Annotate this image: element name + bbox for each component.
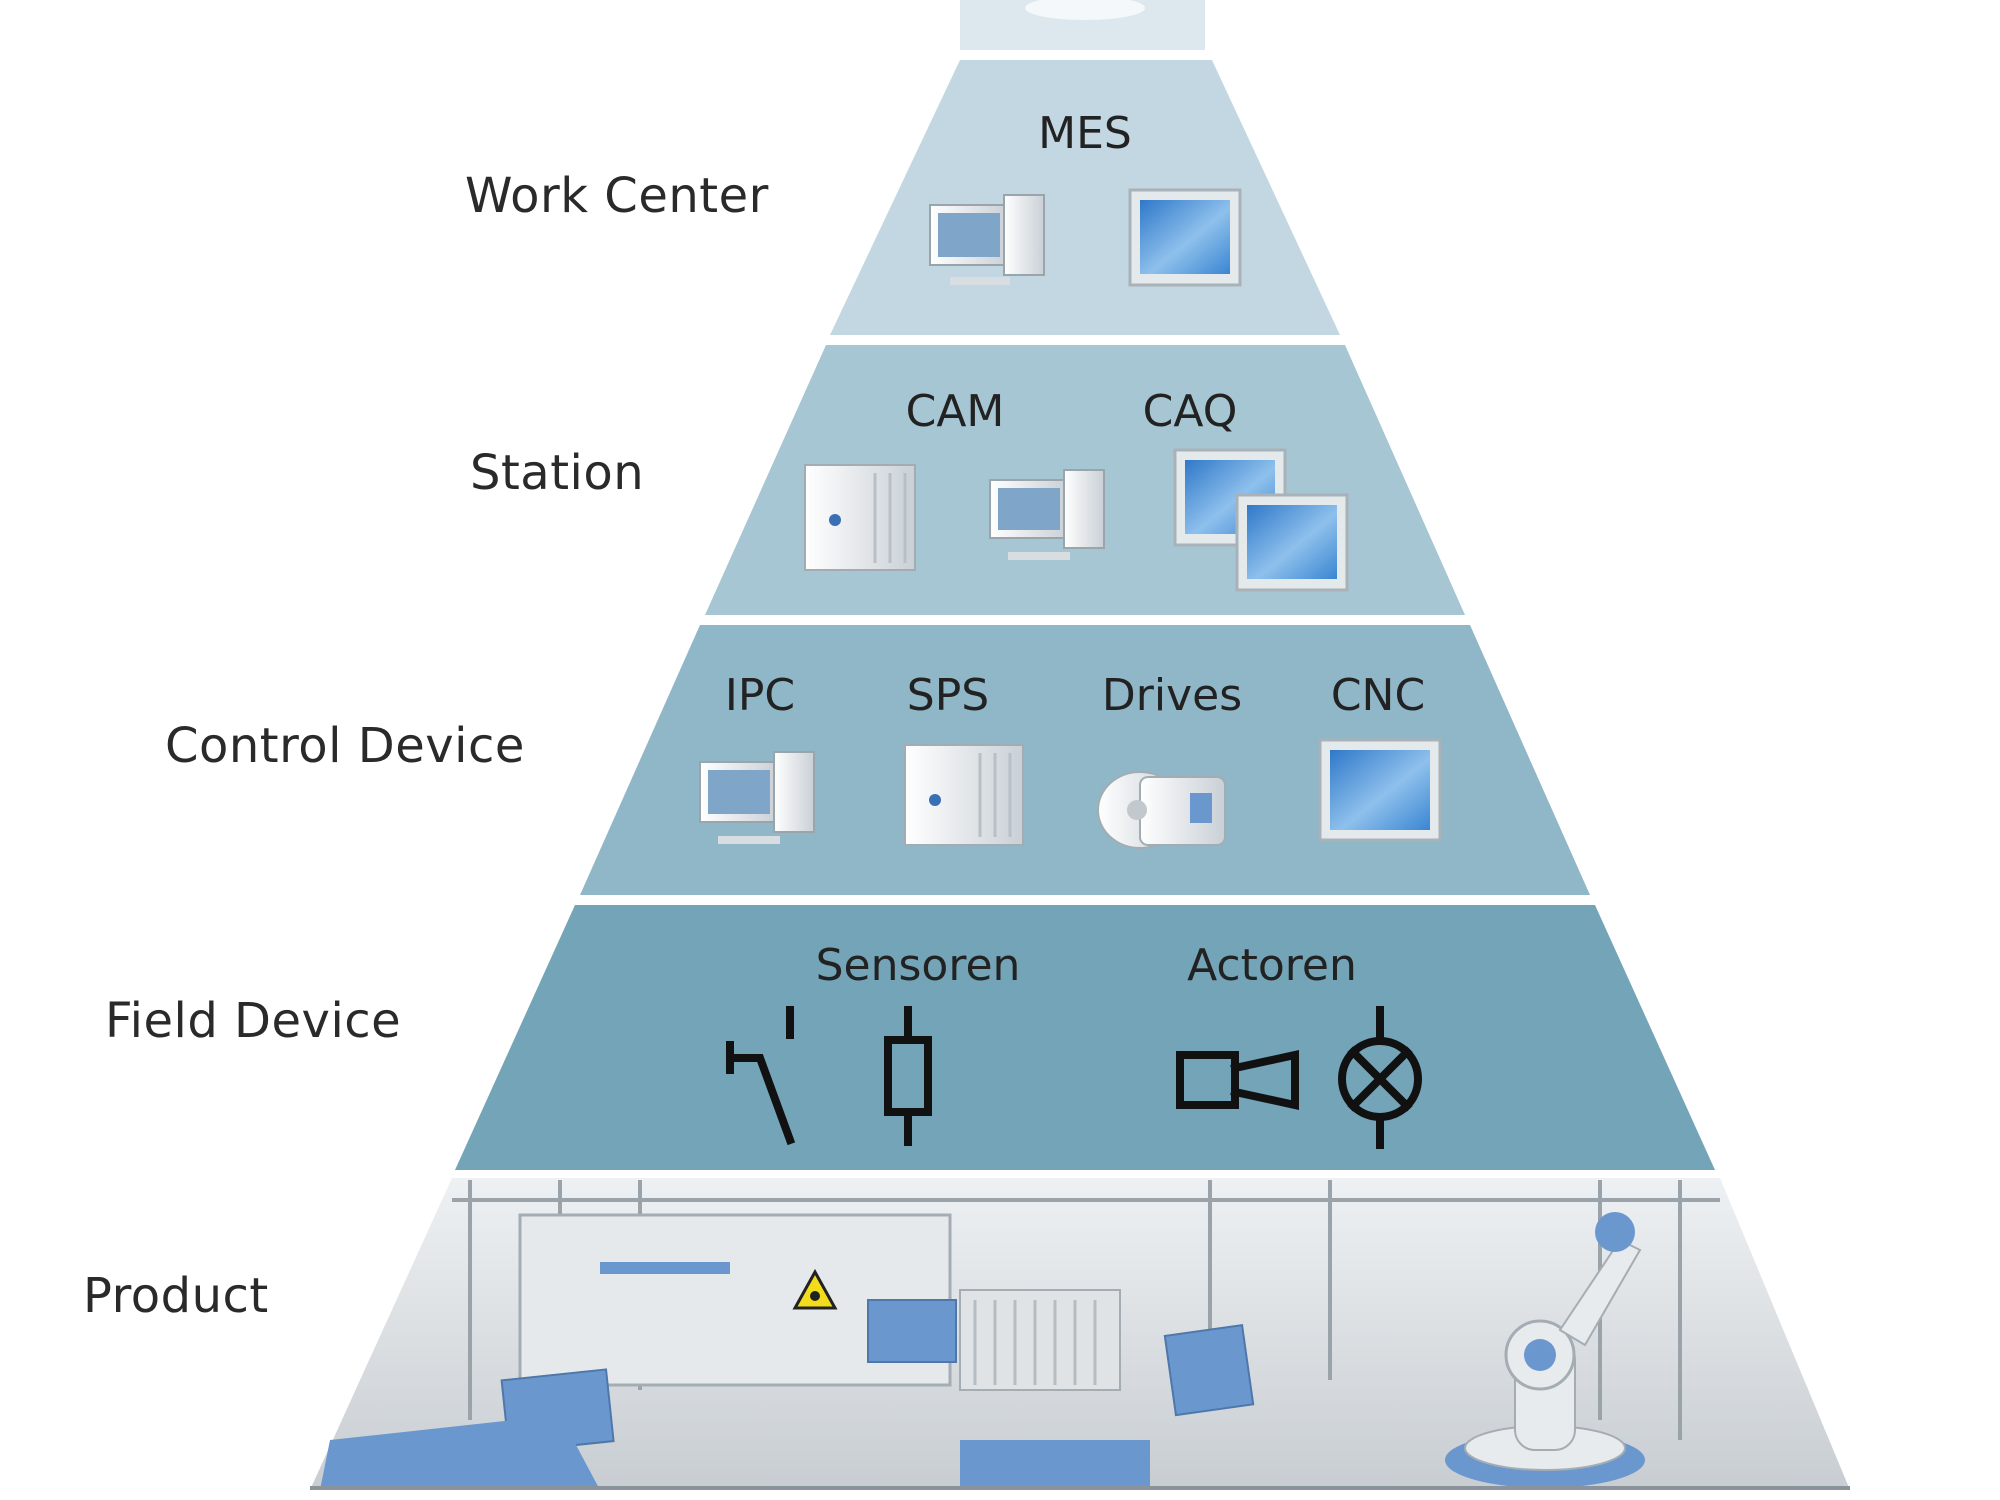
system-label-caq: CAQ [1142,386,1238,437]
dual-monitor-icon [1173,448,1349,592]
level-label-product: Product [83,1268,269,1324]
desktop-pc-icon [989,469,1105,560]
sps-plc-icon [904,744,1024,846]
level-label-work-center: Work Center [465,168,769,224]
horn-actuator-icon [1176,1050,1299,1110]
lamp-actuator-icon [1338,1006,1422,1149]
system-label-cam: CAM [905,386,1005,437]
system-label-sensoren: Sensoren [815,940,1021,991]
field-device-layer [455,905,1715,1170]
cnc-monitor-icon [1318,738,1442,842]
monitor-icon [1128,188,1242,287]
system-label-ipc: IPC [724,670,796,721]
system-label-drives: Drives [1101,670,1243,721]
drive-motor-icon [1097,771,1226,849]
system-label-mes: MES [1038,108,1132,159]
system-label-cnc: CNC [1330,670,1426,721]
plc-rack-icon [804,464,916,571]
level-label-control-device: Control Device [165,718,525,774]
top-layer [960,0,1205,50]
switch-sensor-icon [726,1006,796,1146]
resistor-sensor-icon [884,1006,932,1146]
system-label-sps: SPS [906,670,990,721]
top-device-icon [1025,0,1145,20]
level-label-station: Station [470,445,645,501]
production-line-illustration [310,1180,1850,1490]
level-label-field-device: Field Device [105,993,402,1049]
system-label-actoren: Actoren [1187,940,1357,991]
desktop-pc-icon [929,194,1045,285]
ipc-icon [699,751,815,844]
work-center-layer [830,60,1340,335]
